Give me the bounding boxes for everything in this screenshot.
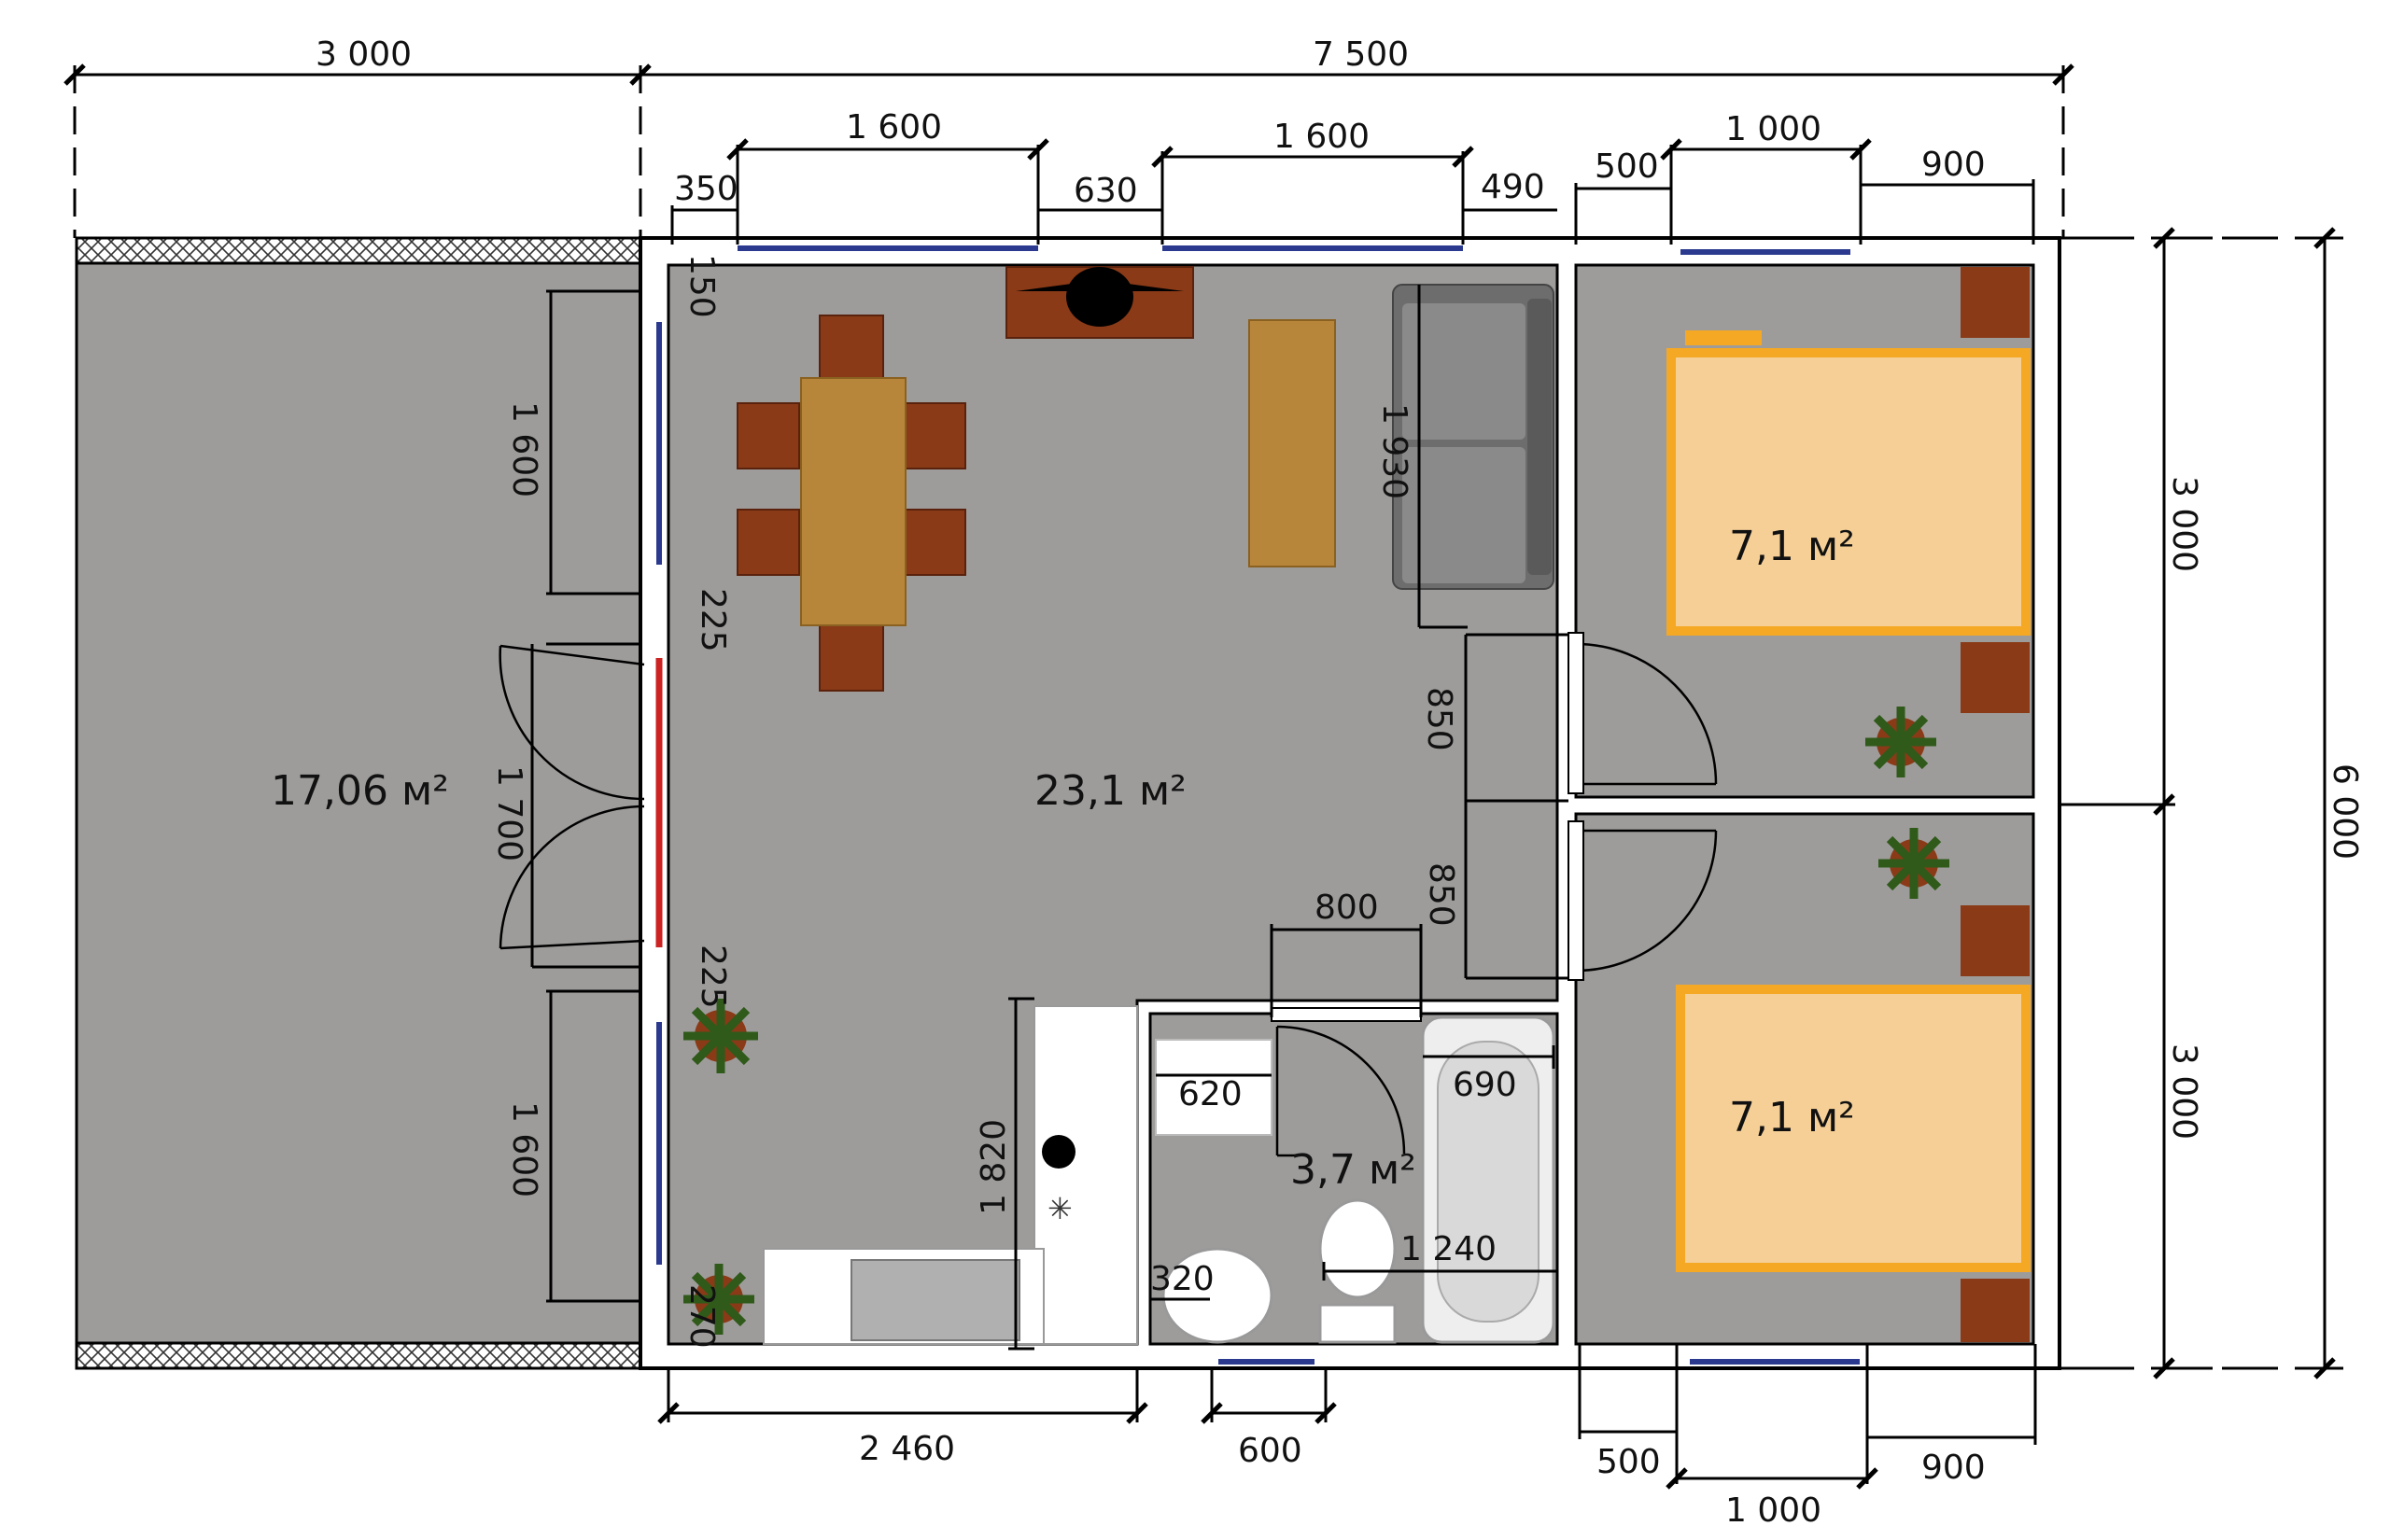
dim-top-window2: 1 600 (1273, 118, 1370, 156)
plant-icon (683, 1264, 754, 1335)
tv-stand (1005, 266, 1194, 339)
dim-bath-620: 620 (1178, 1075, 1243, 1113)
bed-headboard (1685, 330, 1762, 345)
dim-left-window1: 1 600 (505, 401, 543, 497)
bed (1676, 985, 2031, 1272)
dim-door-850b: 850 (1422, 862, 1460, 927)
chair (819, 315, 884, 382)
dim-right-6000: 6 000 (2326, 763, 2364, 860)
nightstand (1961, 1279, 2030, 1342)
dim-door-850a: 850 (1420, 687, 1458, 751)
dim-bath-690: 690 (1453, 1066, 1517, 1104)
dining-table (800, 377, 907, 626)
dim-right-3000a: 3 000 (2165, 476, 2203, 572)
dim-bottom-2460: 2 460 (859, 1430, 955, 1468)
dimension-lines (73, 65, 2343, 1484)
dim-top-1000: 1 000 (1725, 110, 1821, 148)
terrace-area-label: 17,06 м² (271, 767, 449, 815)
dim-sofa-1930: 1 930 (1375, 403, 1413, 499)
terrace-railing-top (75, 236, 642, 265)
dim-left-270: 270 (682, 1284, 721, 1349)
sofa (1392, 284, 1554, 590)
dining-set (737, 315, 966, 692)
dim-bottom-500: 500 (1596, 1443, 1661, 1481)
plant-icon (683, 999, 758, 1073)
dim-bottom-900: 900 (1921, 1449, 1986, 1487)
bathroom-area-label: 3,7 м² (1290, 1146, 1416, 1194)
dim-top-630: 630 (1074, 172, 1138, 210)
bedroom2-furniture (1676, 905, 2031, 1342)
dim-top-500: 500 (1595, 147, 1659, 186)
terrace-railing-bottom (75, 1341, 642, 1370)
svg-text:✳: ✳ (1047, 1191, 1073, 1226)
dim-top-350: 350 (674, 170, 738, 208)
nightstand (1961, 642, 2030, 713)
dim-top-window1: 1 600 (846, 108, 942, 147)
dim-left-door: 1 700 (490, 765, 528, 861)
kitchen: ✳ (763, 1005, 1138, 1345)
bedroom1-area-label: 7,1 м² (1729, 523, 1855, 570)
dim-top-490: 490 (1481, 168, 1545, 206)
terrace-floor (75, 261, 642, 1345)
dim-bottom-600: 600 (1238, 1432, 1302, 1470)
dimension-labels: 3 000 7 500 1 600 1 600 350 630 490 500 … (316, 35, 2364, 1530)
dim-bath-door-800: 800 (1314, 889, 1379, 927)
dim-top-terrace: 3 000 (316, 35, 412, 74)
dim-left-window2: 1 600 (505, 1101, 543, 1197)
plant-icon (1865, 707, 1936, 777)
nightstand (1961, 905, 2030, 976)
kitchen-counter-side (1033, 1005, 1138, 1345)
terrace (75, 236, 642, 1370)
plants (683, 707, 1949, 1335)
washbasin (1161, 1247, 1273, 1344)
dim-top-total: 7 500 (1313, 35, 1409, 74)
living-area-label: 23,1 м² (1034, 767, 1187, 815)
plant-icon (1878, 828, 1949, 899)
windows (656, 245, 1860, 1365)
dim-top-900: 900 (1921, 146, 1986, 184)
dimension-ticks (63, 63, 2336, 1490)
chair (903, 402, 966, 469)
nightstand (1961, 267, 2030, 338)
dim-bottom-1000: 1 000 (1725, 1491, 1821, 1530)
bedroom1-furniture (1666, 267, 2031, 713)
chair (819, 623, 884, 692)
dim-left-150: 150 (682, 254, 721, 318)
chair (737, 509, 800, 576)
toilet (1318, 1303, 1397, 1344)
chair (737, 402, 800, 469)
dim-right-3000b: 3 000 (2165, 1043, 2203, 1140)
dim-bath-320: 320 (1150, 1260, 1215, 1298)
washer (1155, 1039, 1272, 1136)
dim-kitchen-1820: 1 820 (975, 1119, 1013, 1215)
sink (851, 1259, 1020, 1341)
bedroom2-area-label: 7,1 м² (1729, 1094, 1855, 1141)
coffee-table (1248, 319, 1336, 567)
dim-left-225a: 225 (694, 588, 732, 652)
dim-bath-1240: 1 240 (1400, 1230, 1497, 1268)
bed (1666, 348, 2031, 636)
tv-icon (1066, 267, 1133, 327)
stove-icon (1042, 1135, 1076, 1169)
dim-left-225b: 225 (694, 945, 732, 1009)
chair (903, 509, 966, 576)
bathroom-fixtures (1155, 1015, 1555, 1344)
